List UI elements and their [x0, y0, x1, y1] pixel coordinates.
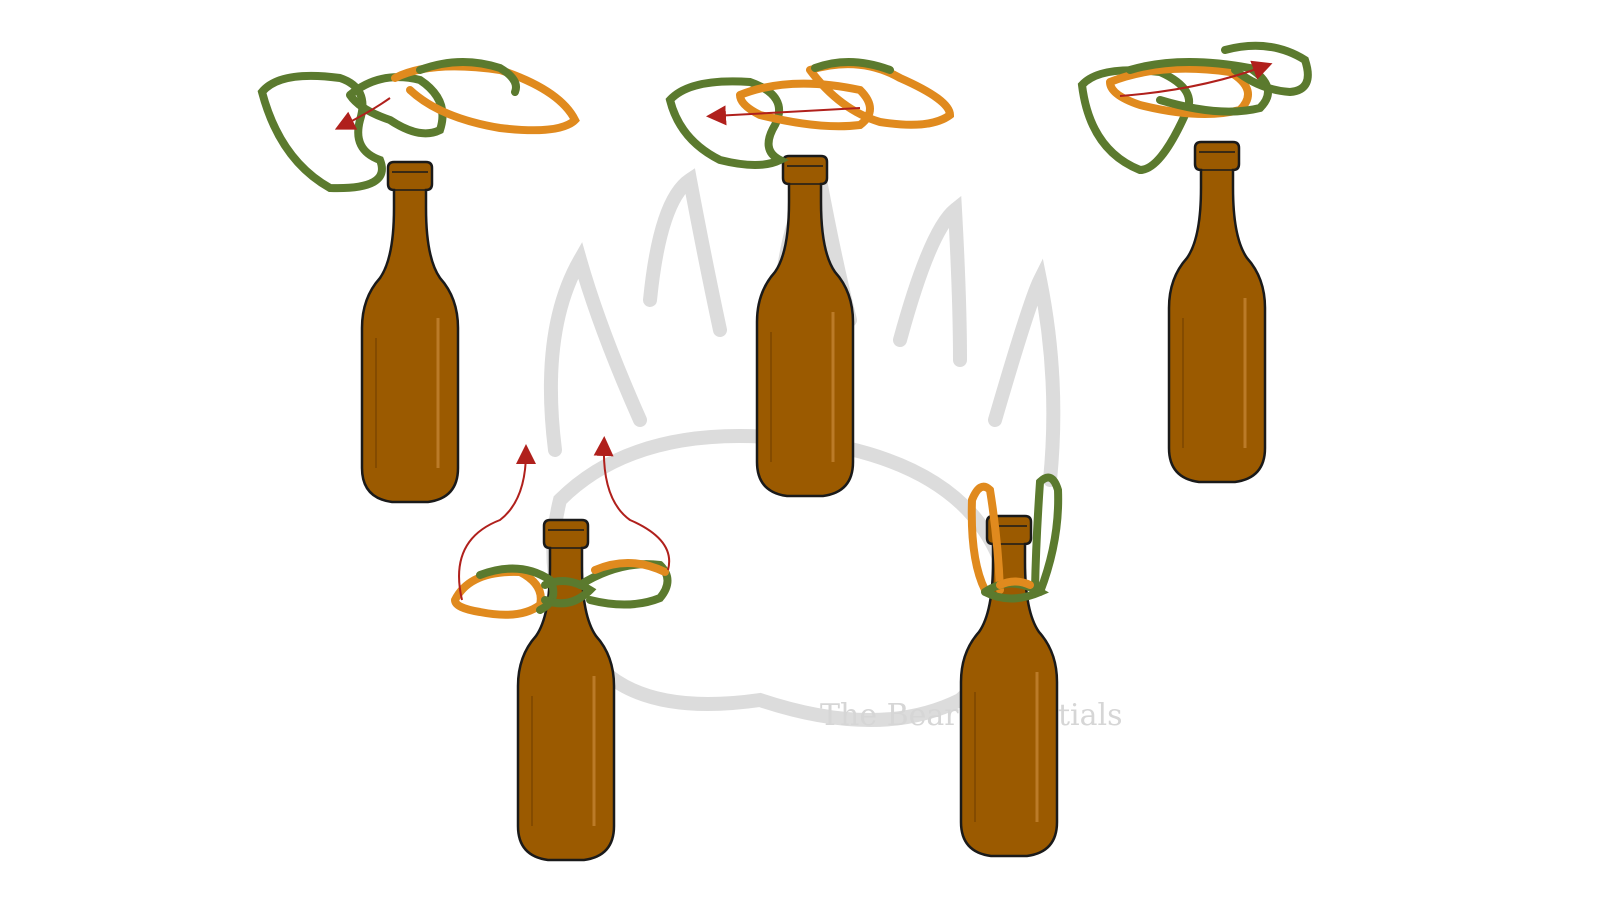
rope	[665, 57, 955, 169]
step-3	[1077, 41, 1312, 484]
step-2	[665, 57, 955, 498]
step-5	[959, 473, 1063, 858]
bottle	[360, 160, 460, 504]
arrow-icon	[593, 436, 671, 571]
arrow-icon	[1119, 60, 1273, 97]
rope	[967, 473, 1063, 603]
bottle	[1167, 140, 1267, 484]
step-4	[451, 436, 672, 862]
rope	[451, 558, 672, 619]
arrow-icon	[458, 444, 536, 601]
arrow-icon	[334, 97, 391, 130]
bottle	[755, 154, 855, 498]
arrow-icon	[706, 105, 861, 126]
rope	[257, 58, 580, 193]
step-1	[257, 58, 580, 504]
rope	[1077, 41, 1312, 175]
